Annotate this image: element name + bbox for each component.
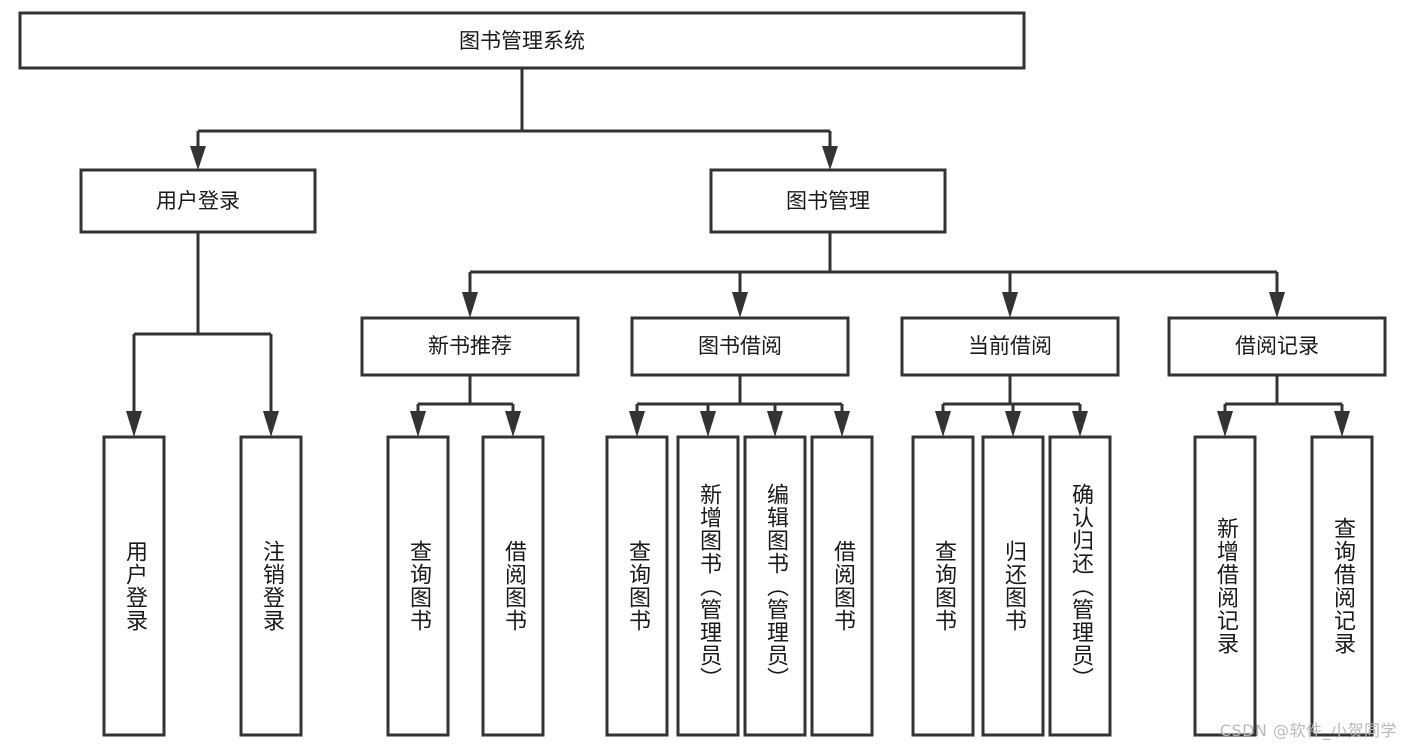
node-book-borrow[interactable]: 图书借阅 bbox=[630, 316, 850, 377]
arrow-head-book-borrow bbox=[732, 292, 748, 318]
arrow-head-leaf-query-book-3 bbox=[935, 411, 951, 437]
leaf-query-book-1-box[interactable] bbox=[386, 435, 450, 737]
connector-borrow-record-to-leaves bbox=[1217, 375, 1350, 437]
leaf-query-book-3-box[interactable] bbox=[911, 435, 975, 737]
arrow-head-leaf-borrow-book-2 bbox=[834, 411, 850, 437]
leaf-confirm-return-box[interactable] bbox=[1048, 435, 1112, 737]
leaf-query-book-2-box[interactable] bbox=[605, 435, 669, 737]
arrow-head-leaf-add-book bbox=[700, 411, 716, 437]
arrow-head-book-manage bbox=[822, 146, 838, 170]
node-new-book-recommend-box[interactable] bbox=[360, 316, 580, 377]
leaf-add-record-box[interactable] bbox=[1193, 435, 1257, 737]
node-root-box[interactable] bbox=[18, 11, 1026, 70]
arrow-head-user-login bbox=[190, 146, 206, 170]
node-new-book-recommend-label: 新书推荐 bbox=[428, 334, 512, 358]
arrow-head-new-book bbox=[462, 292, 478, 318]
node-user-login-box[interactable] bbox=[79, 168, 317, 234]
node-root[interactable]: 图书管理系统 bbox=[18, 11, 1026, 70]
connector-root-to-level2 bbox=[190, 68, 838, 170]
leaf-query-record-box[interactable] bbox=[1310, 435, 1374, 737]
arrow-head-current-borrow bbox=[1002, 292, 1018, 318]
leaf-return-book-box[interactable] bbox=[981, 435, 1045, 737]
leaf-boxes bbox=[102, 435, 1374, 737]
arrow-head-leaf-logout bbox=[263, 411, 279, 437]
node-user-login[interactable]: 用户登录 bbox=[79, 168, 317, 234]
arrow-head-leaf-query-record bbox=[1334, 411, 1350, 437]
connector-current-borrow-to-leaves bbox=[935, 375, 1088, 437]
connector-book-borrow-to-leaves bbox=[629, 375, 850, 437]
leaf-add-book-box[interactable] bbox=[676, 435, 740, 737]
arrow-head-leaf-edit-book bbox=[767, 411, 783, 437]
node-book-borrow-label: 图书借阅 bbox=[698, 334, 782, 358]
node-borrow-record[interactable]: 借阅记录 bbox=[1167, 316, 1387, 377]
node-current-borrow-label: 当前借阅 bbox=[968, 334, 1052, 358]
node-book-manage-box[interactable] bbox=[709, 168, 947, 234]
node-new-book-recommend[interactable]: 新书推荐 bbox=[360, 316, 580, 377]
node-book-manage-label: 图书管理 bbox=[786, 189, 870, 213]
arrow-head-leaf-return-book bbox=[1005, 411, 1021, 437]
node-borrow-record-label: 借阅记录 bbox=[1235, 334, 1319, 358]
node-root-label: 图书管理系统 bbox=[459, 29, 585, 53]
arrow-head-leaf-user-login bbox=[126, 411, 142, 437]
node-user-login-label: 用户登录 bbox=[156, 189, 240, 213]
connector-book-manage-to-level3 bbox=[462, 232, 1285, 318]
arrow-head-leaf-borrow-book-1 bbox=[505, 411, 521, 437]
arrow-head-borrow-record bbox=[1269, 292, 1285, 318]
connector-user-login-to-leaves bbox=[126, 232, 279, 437]
leaf-user-login-box[interactable] bbox=[102, 435, 166, 737]
leaf-borrow-book-2-box[interactable] bbox=[810, 435, 874, 737]
node-current-borrow[interactable]: 当前借阅 bbox=[900, 316, 1120, 377]
watermark: CSDN @软件_小贺同学 bbox=[1219, 721, 1397, 740]
leaf-edit-book-box[interactable] bbox=[743, 435, 807, 737]
node-book-manage[interactable]: 图书管理 bbox=[709, 168, 947, 234]
leaf-borrow-book-1-box[interactable] bbox=[481, 435, 545, 737]
connector-new-book-to-leaves bbox=[410, 375, 521, 437]
node-book-borrow-box[interactable] bbox=[630, 316, 850, 377]
arrow-head-leaf-query-book-2 bbox=[629, 411, 645, 437]
node-current-borrow-box[interactable] bbox=[900, 316, 1120, 377]
arrow-head-leaf-confirm-return bbox=[1072, 411, 1088, 437]
arrow-head-leaf-add-record bbox=[1217, 411, 1233, 437]
leaf-logout-login-box[interactable] bbox=[239, 435, 303, 737]
node-borrow-record-box[interactable] bbox=[1167, 316, 1387, 377]
arrow-head-leaf-query-book-1 bbox=[410, 411, 426, 437]
